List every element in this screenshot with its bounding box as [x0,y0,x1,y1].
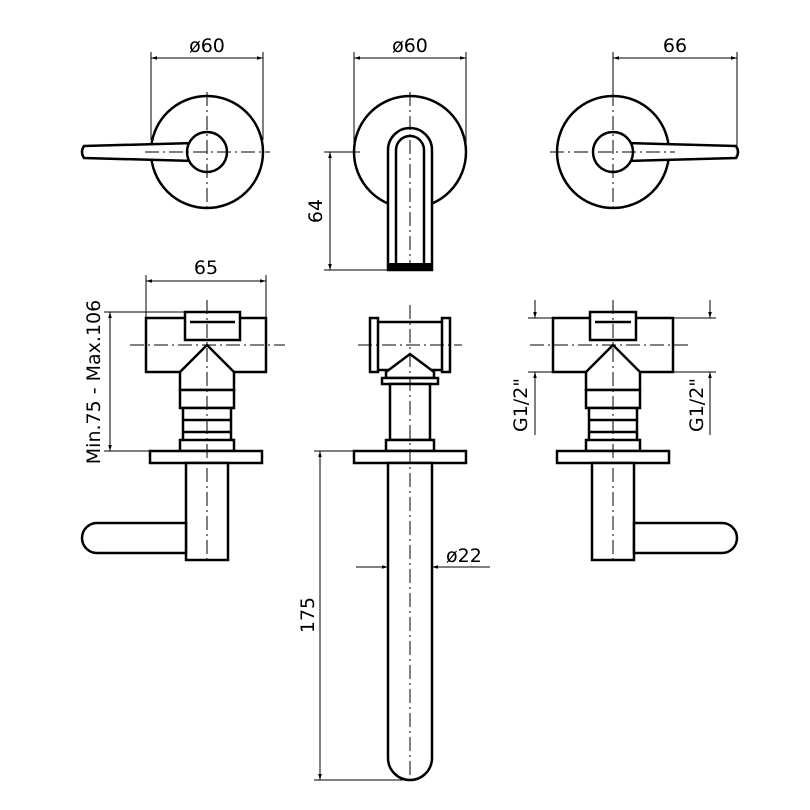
dim-left-rosette: ø60 [189,35,225,57]
dim-right-thread: G1/2" [686,378,708,432]
left-handle-top-view: ø60 [80,35,270,212]
right-handle-top-view: 66 [550,35,740,212]
dim-left-thread: G1/2" [510,378,532,432]
dim-right-lever: 66 [663,35,687,57]
dim-wall-depth: Min.75 - Max.106 [83,300,105,464]
dim-spout-rosette: ø60 [392,35,428,57]
right-valve-side-view: G1/2" G1/2" [510,300,739,562]
dim-spout-height: 64 [305,199,327,223]
dim-spout-diameter: ø22 [446,545,482,567]
spout-side-view: 175 ø22 [297,305,490,782]
spout-top-view: ø60 64 [305,35,468,272]
dim-body-width: 65 [194,257,218,279]
dim-spout-projection: 175 [297,597,319,633]
left-valve-side-view: 65 Min.75 - Max.106 [80,257,285,562]
